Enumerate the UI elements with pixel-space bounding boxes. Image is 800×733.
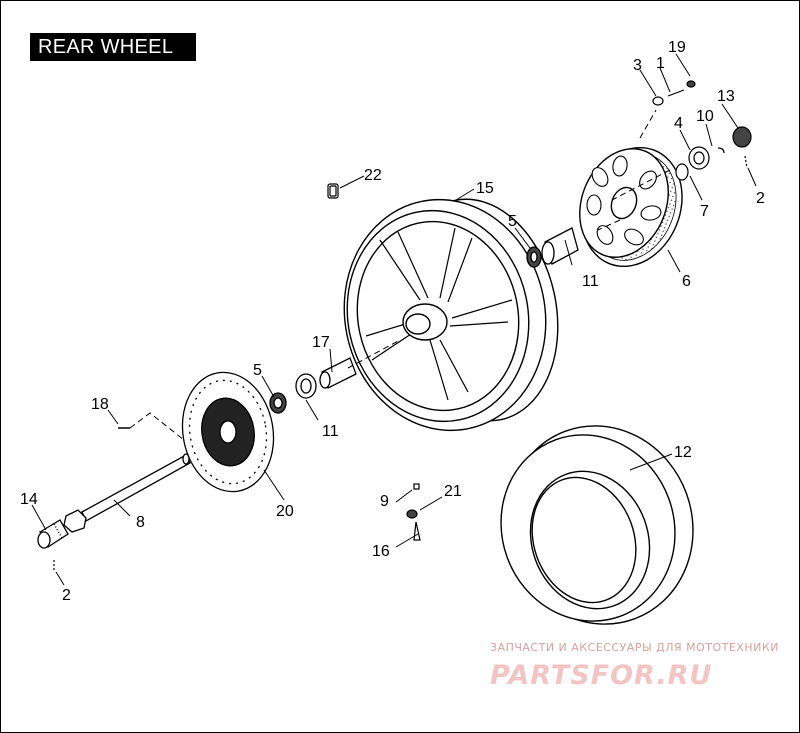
- right-bearing-group: [526, 227, 579, 268]
- brake-rotor: [181, 371, 275, 493]
- callout-18: 18: [91, 396, 109, 413]
- callout-2-bottom: 2: [62, 587, 71, 604]
- watermark: ЗАПЧАСТИ И АКСЕССУАРЫ ДЛЯ МОТОТЕХНИКИ PA…: [490, 641, 779, 691]
- callout-11-left: 11: [322, 423, 339, 440]
- callout-7: 7: [700, 203, 709, 220]
- callout-5-right: 5: [508, 213, 517, 230]
- callout-16: 16: [372, 543, 390, 560]
- callout-2-top: 2: [756, 190, 765, 207]
- callout-4: 4: [674, 115, 683, 132]
- callout-3: 3: [633, 57, 642, 74]
- callout-9: 9: [380, 493, 389, 510]
- axle-nut-left: [37, 519, 69, 549]
- diagram-title: REAR WHEEL: [30, 33, 196, 61]
- callout-20: 20: [276, 503, 294, 520]
- callout-5-left: 5: [253, 362, 262, 379]
- assembly-axis-lines: [129, 109, 671, 441]
- callout-17: 17: [312, 334, 330, 351]
- callout-13: 13: [717, 88, 735, 105]
- callout-22: 22: [364, 167, 382, 184]
- callout-12: 12: [674, 444, 692, 461]
- small-hardware: [327, 80, 752, 199]
- callout-labels: 19 3 1 13 10 4 2 7 22 15 5 11 6 17 5 11 …: [20, 39, 765, 604]
- callout-6: 6: [682, 273, 691, 290]
- callout-11-right: 11: [582, 273, 599, 290]
- callout-14: 14: [20, 491, 38, 508]
- callout-1: 1: [656, 55, 665, 72]
- callout-21: 21: [444, 483, 462, 500]
- tire: [500, 425, 694, 625]
- left-bearing-group: [269, 357, 357, 414]
- callout-8: 8: [136, 514, 145, 531]
- callout-10: 10: [696, 108, 714, 125]
- watermark-tagline: ЗАПЧАСТИ И АКСЕССУАРЫ ДЛЯ МОТОТЕХНИКИ: [490, 641, 779, 654]
- callout-15: 15: [476, 180, 494, 197]
- axle: [63, 453, 191, 533]
- callout-leaders: [31, 53, 757, 586]
- watermark-logo: PARTSFOR.RU: [490, 660, 712, 691]
- rear-wheel-rim: [343, 198, 559, 432]
- callout-19: 19: [668, 39, 686, 56]
- rear-sprocket: [579, 146, 683, 268]
- valve-stem: [53, 427, 421, 572]
